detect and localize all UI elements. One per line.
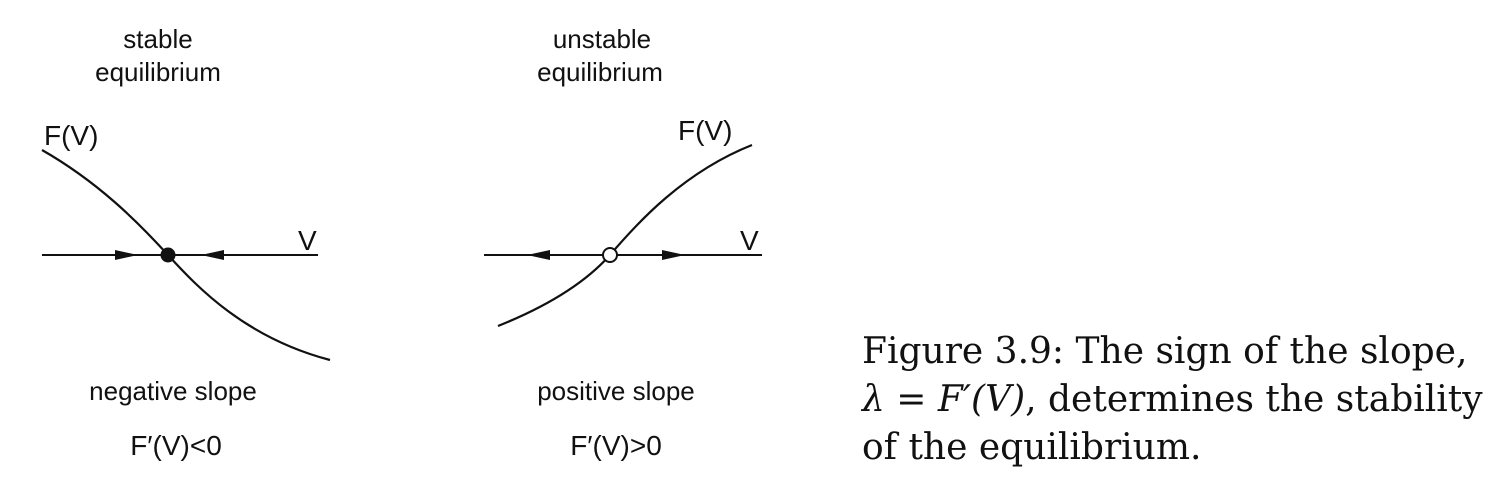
unstable-increasing-curve (497, 143, 753, 328)
stable-right-arrow-icon (201, 250, 224, 260)
stable-title-line1: stable (123, 24, 192, 54)
stable-axis-label: V (298, 225, 317, 256)
unstable-title-line2: equilibrium (537, 57, 663, 87)
unstable-curve-label: F(V) (678, 115, 732, 146)
caption-formula: λ = F′(V) (862, 378, 1026, 420)
stable-title-line2: equilibrium (95, 57, 221, 87)
caption-line-3: of the equilibrium. (862, 426, 1202, 468)
stable-slope-label: negative slope (89, 376, 257, 406)
stable-derivative-label: F′(V)<0 (130, 430, 222, 461)
unstable-derivative-label: F′(V)>0 (570, 430, 662, 461)
stable-panel: stable equilibrium F(V) V negative slope… (41, 24, 331, 461)
caption-line-2-text: , determines the stability (1025, 378, 1483, 420)
unstable-right-arrow-icon (662, 250, 685, 260)
stable-curve-label: F(V) (44, 120, 98, 151)
unstable-equilibrium-open-circle-icon (602, 247, 618, 263)
stable-equilibrium-filled-dot-icon (160, 247, 176, 263)
caption-line-1: Figure 3.9: The sign of the slope, (862, 331, 1468, 372)
figure-caption: Figure 3.9: The sign of the slope, λ = F… (862, 328, 1483, 472)
unstable-slope-label: positive slope (537, 376, 695, 406)
stable-left-arrow-icon (115, 250, 138, 260)
unstable-panel: unstable equilibrium F(V) V positive slo… (484, 24, 762, 461)
unstable-title-line1: unstable (553, 24, 651, 54)
caption-line-2: λ = F′(V), determines the stability (862, 376, 1483, 424)
unstable-left-arrow-icon (527, 250, 550, 260)
unstable-axis-label: V (740, 225, 759, 256)
